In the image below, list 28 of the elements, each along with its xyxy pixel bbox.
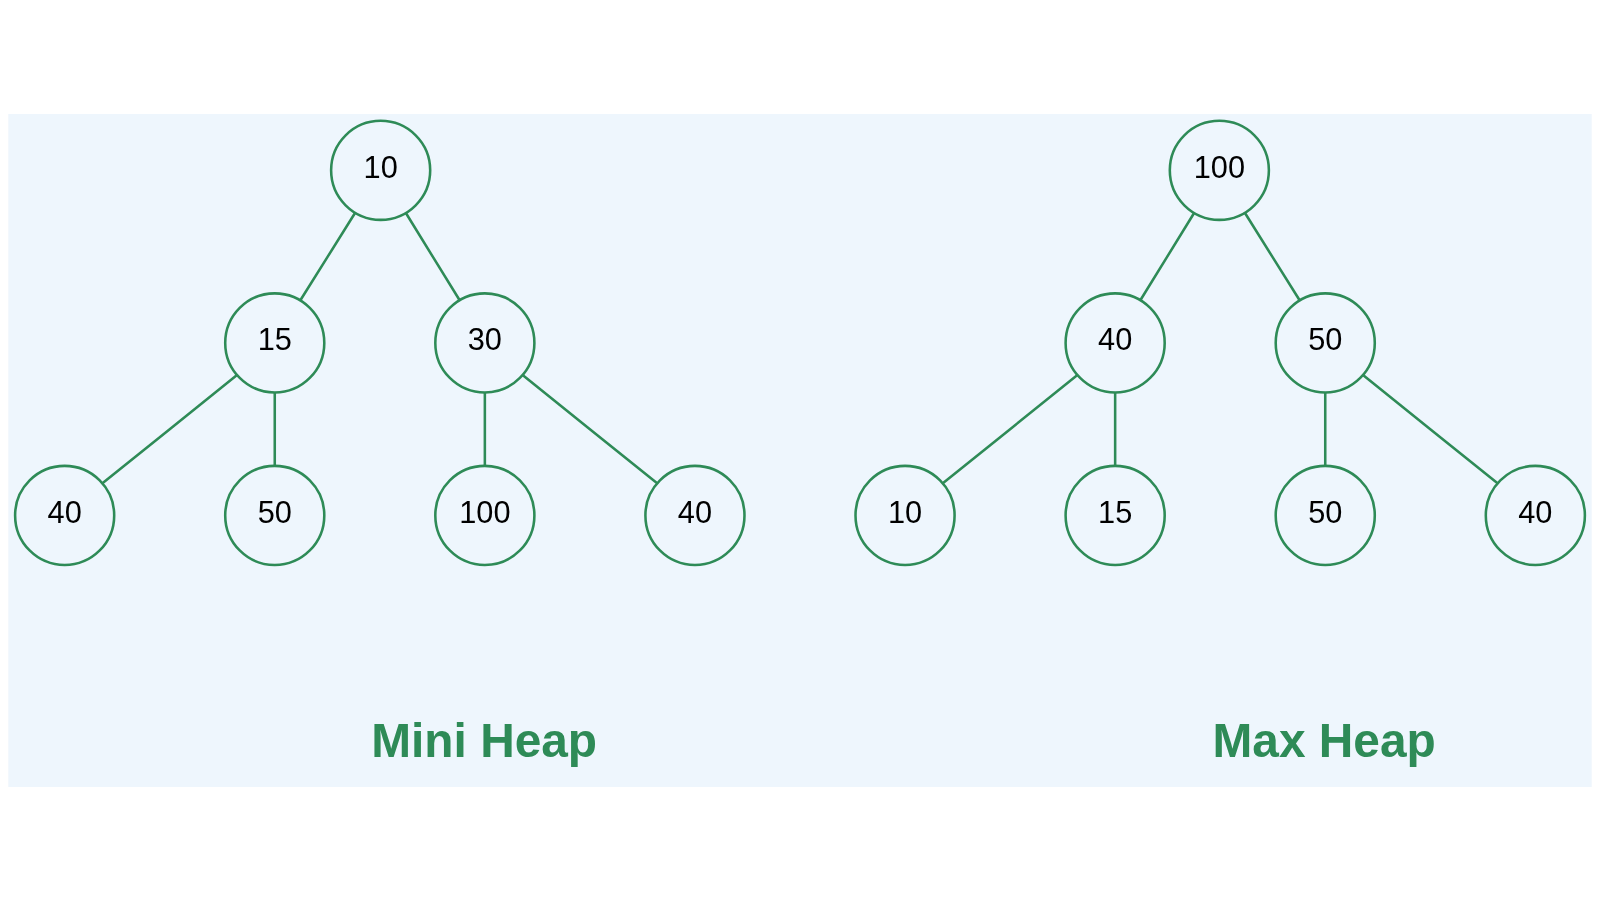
node-circle: 50 [223, 464, 326, 566]
node-circle: 100 [434, 464, 536, 566]
node-circle: 40 [1064, 291, 1166, 394]
connector [1362, 373, 1499, 484]
node-circle: 40 [1484, 464, 1587, 566]
connector [273, 392, 277, 466]
connector [483, 392, 487, 466]
node-circle: 100 [1168, 119, 1271, 221]
node-circle: 50 [1274, 464, 1377, 566]
connector [1113, 392, 1117, 466]
node-circle: 10 [854, 464, 956, 566]
connector [522, 373, 658, 484]
label: Mini Heap [371, 713, 598, 767]
node-circle: 30 [434, 291, 536, 394]
connector [1139, 211, 1196, 301]
node-circle: 15 [223, 291, 326, 394]
connector [1243, 211, 1301, 301]
label: Max Heap [1212, 713, 1436, 767]
connector [299, 211, 357, 301]
connector [942, 373, 1078, 484]
node-circle: 15 [1064, 464, 1166, 566]
node-circle: 40 [13, 464, 116, 566]
node-circle: 10 [329, 119, 432, 221]
node-circle: 40 [644, 464, 746, 566]
connector [1323, 392, 1327, 466]
node-circle: 50 [1274, 291, 1377, 394]
connector [101, 373, 238, 484]
connector [404, 211, 461, 301]
